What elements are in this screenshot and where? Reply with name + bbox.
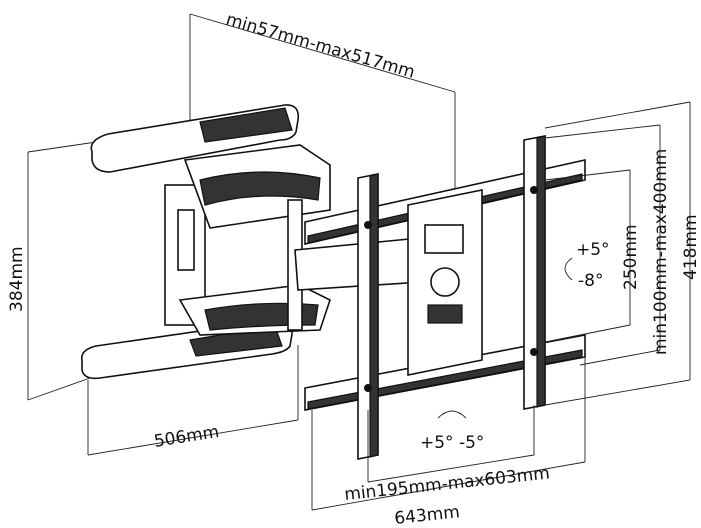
wall-plate-width-label: 506mm: [153, 422, 221, 452]
swivel-label: +5° -5°: [420, 433, 484, 453]
wall-plate-height-dimension: 384mm: [7, 139, 111, 401]
bracket-height-label: 418mm: [681, 214, 701, 280]
bracket-width-label: 643mm: [393, 502, 460, 528]
arm-extension-label: min57mm-max517mm: [224, 10, 417, 83]
tilt-indicator: +5° -8°: [564, 240, 610, 291]
center-plate: [407, 189, 483, 376]
swivel-indicator: +5° -5°: [420, 410, 484, 453]
vertical-rails: [357, 135, 546, 460]
tilt-down-label: -8°: [578, 271, 603, 291]
wall-plate-height-label: 384mm: [7, 246, 27, 312]
vesa-horizontal-range-label: min195mm-max603mm: [343, 464, 550, 505]
vesa-vertical-range-label: min100mm-max400mm: [651, 149, 671, 355]
vesa-vertical-fixed-label: 250mm: [621, 224, 641, 290]
tilt-up-label: +5°: [576, 240, 610, 260]
wall-plate: [80, 104, 423, 380]
right-dimensions: 250mm min100mm-max400mm 418mm: [544, 101, 701, 406]
